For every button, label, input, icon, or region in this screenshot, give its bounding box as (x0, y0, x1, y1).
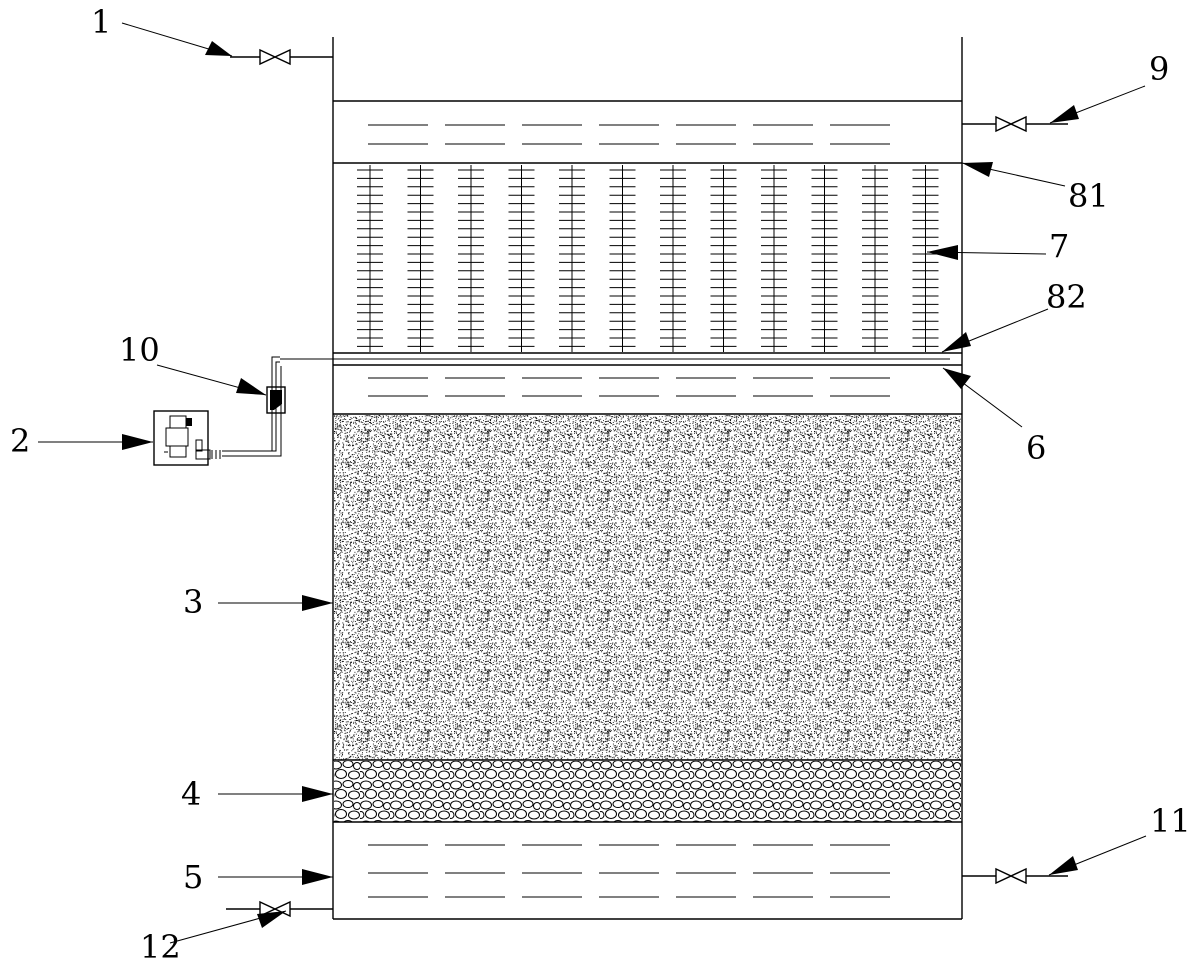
arrow-9-head (1050, 105, 1079, 123)
label-4: 4 (181, 775, 201, 813)
arrow-1-head (205, 41, 232, 56)
label-5: 5 (183, 858, 203, 896)
label-12: 12 (140, 928, 181, 966)
label-81: 81 (1068, 177, 1109, 215)
arrow-6-head (943, 368, 971, 389)
label-2: 2 (10, 422, 30, 460)
arrow-5-head (302, 869, 333, 885)
label-3: 3 (183, 583, 203, 621)
sand-layer-3 (334, 415, 961, 760)
inlet-valve-1 (230, 48, 333, 66)
label-10: 10 (119, 331, 160, 369)
arrow-82-head (942, 332, 971, 352)
bottom-water-dashes (368, 844, 890, 898)
arrow-11-head (1049, 856, 1078, 875)
arrow-2-head (122, 434, 153, 450)
arrow-81-head (962, 162, 993, 177)
drain-valve-12 (226, 900, 333, 918)
label-7: 7 (1049, 227, 1069, 265)
arrow-3-head (302, 595, 333, 611)
drain-valve-11 (962, 867, 1068, 885)
gravel-layer-4 (334, 761, 961, 822)
arrow-7-head (927, 245, 958, 260)
flowmeter-10 (266, 386, 286, 414)
middle-water-dashes (368, 377, 890, 397)
arrow-12-head (257, 911, 286, 928)
label-1: 1 (91, 3, 111, 41)
outlet-valve-9 (962, 115, 1068, 133)
media-module-7 (357, 165, 939, 352)
arrow-4-head (302, 786, 333, 802)
top-water-dashes (368, 124, 890, 145)
arrow-10-head (236, 378, 266, 395)
air-pump-2 (153, 410, 221, 466)
label-6: 6 (1026, 429, 1046, 467)
label-9: 9 (1149, 50, 1169, 88)
label-82: 82 (1046, 278, 1087, 316)
label-11: 11 (1150, 802, 1191, 840)
leaders (38, 22, 1147, 944)
